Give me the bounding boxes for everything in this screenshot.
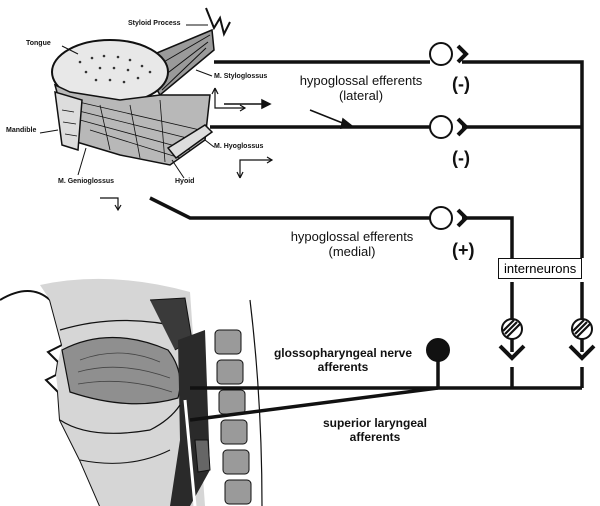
hypoglossal-medial-line1: hypoglossal efferents bbox=[262, 229, 442, 244]
hypoglossal-lateral-line1: hypoglossal efferents bbox=[276, 73, 446, 88]
sign-top: (-) bbox=[452, 74, 470, 95]
hypoglossal-lateral-label: hypoglossal efferents (lateral) bbox=[276, 73, 446, 103]
motoneuron-middle bbox=[430, 116, 452, 138]
label-pointer-arrows bbox=[224, 100, 352, 128]
styloid-process-label: Styloid Process bbox=[128, 20, 181, 27]
return-line-top bbox=[462, 62, 582, 258]
efferent-line-bottom bbox=[150, 198, 430, 218]
glossopharyngeal-label: glossopharyngeal nerve afferents bbox=[258, 346, 428, 374]
superior-laryngeal-label: superior laryngeal afferents bbox=[300, 416, 450, 444]
superior-laryngeal-line1: superior laryngeal bbox=[300, 416, 450, 430]
interneurons-box: interneurons bbox=[498, 258, 582, 279]
head-neck-section-illustration bbox=[0, 279, 262, 506]
glossopharyngeal-line2: afferents bbox=[258, 360, 428, 374]
hypoglossal-medial-line2: (medial) bbox=[262, 244, 442, 259]
hypoglossal-lateral-line2: (lateral) bbox=[276, 88, 446, 103]
inhibitory-interneurons bbox=[502, 319, 592, 339]
styloglossus-label: M. Styloglossus bbox=[214, 73, 267, 80]
synapse-chevrons bbox=[458, 46, 466, 226]
y-terminals bbox=[500, 346, 594, 358]
tongue-label: Tongue bbox=[26, 40, 51, 47]
glossopharyngeal-line1: glossopharyngeal nerve bbox=[258, 346, 428, 360]
motoneuron-top bbox=[430, 43, 452, 65]
genioglossus-label: M. Genioglossus bbox=[58, 178, 114, 185]
superior-laryngeal-line2: afferents bbox=[300, 430, 450, 444]
sign-middle: (-) bbox=[452, 148, 470, 169]
mandible-label: Mandible bbox=[6, 127, 36, 134]
sign-bottom: (+) bbox=[452, 240, 475, 261]
motoneuron-bottom bbox=[430, 207, 452, 229]
afferent-cell-body bbox=[427, 339, 449, 361]
hypoglossal-medial-label: hypoglossal efferents (medial) bbox=[262, 229, 442, 259]
chevron-top bbox=[458, 46, 466, 62]
hyoglossus-label: M. Hyoglossus bbox=[214, 143, 263, 150]
hyoid-label: Hyoid bbox=[175, 178, 194, 185]
motoneuron-cells bbox=[430, 43, 452, 229]
